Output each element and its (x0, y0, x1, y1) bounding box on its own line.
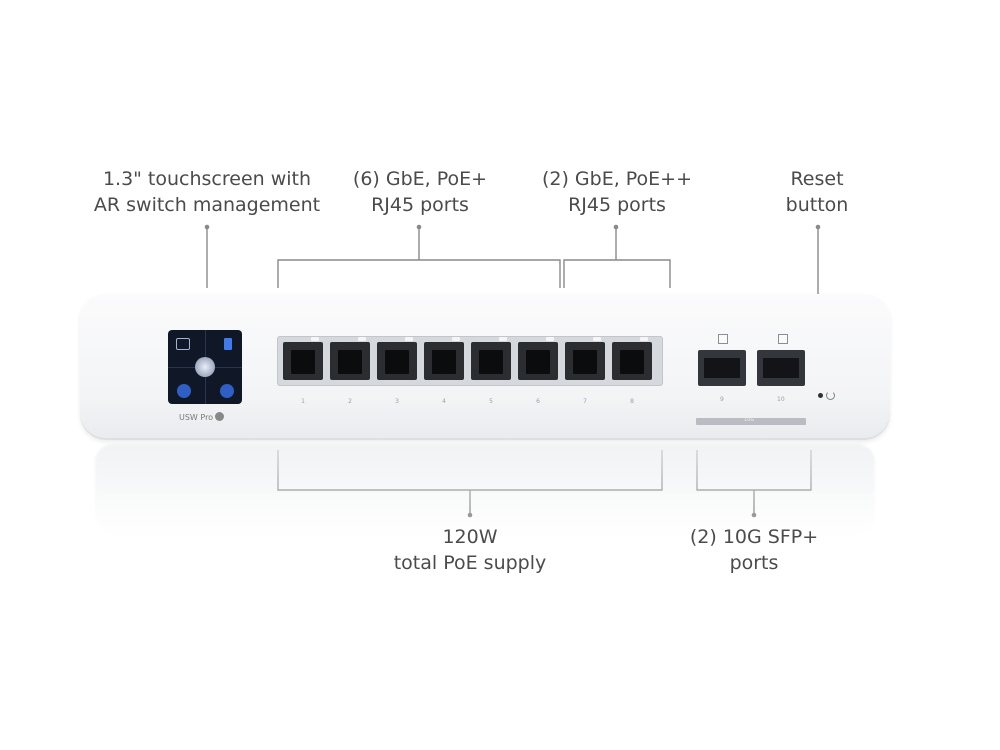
sfp-indicator-1 (718, 334, 728, 344)
rj45-port-1[interactable] (283, 337, 323, 380)
device-reflection (95, 444, 875, 534)
model-label-text: USW Pro (179, 413, 214, 422)
callout-poe-supply-line2: total PoE supply (393, 552, 547, 574)
screen-help-icon (177, 384, 191, 398)
screen-center-icon (195, 357, 215, 377)
callout-touchscreen-line2: AR switch management (93, 194, 321, 216)
model-label: USW Pro (179, 412, 225, 422)
sfp-label-9: 9 (720, 396, 724, 403)
screen-home-icon (176, 338, 190, 350)
sfp-label-10: 10 (777, 396, 785, 403)
callout-gbe-poe-plus-plus-line1: (2) GbE, PoE++ (541, 168, 693, 190)
callout-reset-line2: button (785, 194, 849, 216)
port-label-7: 7 (583, 398, 587, 405)
port-label-6: 6 (536, 398, 540, 405)
callout-touchscreen: 1.3" touchscreen with AR switch manageme… (92, 166, 322, 218)
callout-reset: Reset button (765, 166, 869, 218)
sfp-speed-bar-label: 10G (744, 417, 755, 423)
bracket-poe-plus-plus (563, 259, 671, 288)
sfp-port-9[interactable] (698, 350, 746, 386)
reset-button[interactable] (818, 393, 823, 398)
callout-touchscreen-line1: 1.3" touchscreen with (102, 168, 312, 190)
port-label-2: 2 (348, 398, 352, 405)
callout-gbe-poe-plus-plus: (2) GbE, PoE++ RJ45 ports (522, 166, 712, 218)
callout-gbe-poe-plus-line2: RJ45 ports (371, 194, 469, 216)
callout-gbe-poe-plus: (6) GbE, PoE+ RJ45 ports (330, 166, 510, 218)
port-label-3: 3 (395, 398, 399, 405)
rj45-port-5[interactable] (471, 337, 511, 380)
touchscreen[interactable] (168, 330, 242, 404)
rj45-port-bank (277, 336, 663, 386)
rj45-port-3[interactable] (377, 337, 417, 380)
port-label-1: 1 (301, 398, 305, 405)
rj45-port-7[interactable] (565, 337, 605, 380)
plus-icon (215, 412, 225, 421)
screen-device-icon (224, 338, 232, 350)
bracket-poe-plus (277, 259, 561, 288)
rj45-port-2[interactable] (330, 337, 370, 380)
reset-icon (826, 391, 835, 400)
port-label-4: 4 (442, 398, 446, 405)
callout-gbe-poe-plus-plus-line2: RJ45 ports (568, 194, 666, 216)
rj45-port-6[interactable] (518, 337, 558, 380)
rj45-port-8[interactable] (612, 337, 652, 380)
port-label-5: 5 (489, 398, 493, 405)
screen-settings-icon (220, 384, 234, 398)
sfp-speed-bar: 10G (696, 417, 806, 425)
rj45-port-4[interactable] (424, 337, 464, 380)
callout-sfp-line2: ports (729, 552, 779, 574)
sfp-indicator-2 (778, 334, 788, 344)
sfp-port-10[interactable] (757, 350, 805, 386)
callout-gbe-poe-plus-line1: (6) GbE, PoE+ (352, 168, 488, 190)
callout-reset-line1: Reset (790, 168, 844, 190)
port-label-8: 8 (630, 398, 634, 405)
